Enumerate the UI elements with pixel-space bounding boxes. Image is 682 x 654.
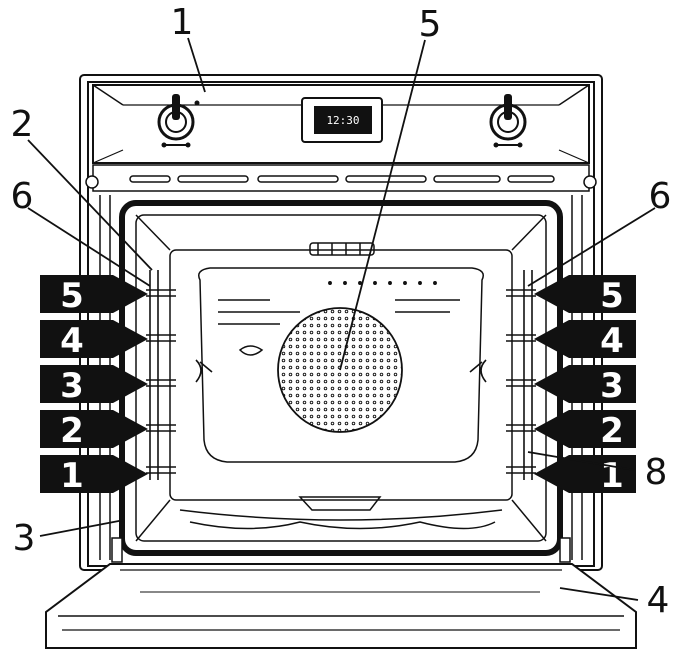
callout-8: 8 bbox=[645, 452, 668, 493]
svg-text:4: 4 bbox=[600, 321, 624, 361]
shelf-tag-right-4: 4 bbox=[534, 320, 636, 361]
clock-display: 12:30 bbox=[301, 97, 383, 143]
svg-text:2: 2 bbox=[600, 411, 624, 451]
callout-4: 4 bbox=[647, 580, 670, 621]
temperature-knob-icon bbox=[489, 94, 527, 148]
callout-1: 1 bbox=[171, 2, 194, 43]
shelf-tag-left-5: 5 bbox=[40, 275, 148, 316]
svg-text:4: 4 bbox=[60, 321, 84, 361]
shelf-tag-right-2: 2 bbox=[534, 410, 636, 451]
callout-6-left: 6 bbox=[11, 176, 34, 217]
shelf-tag-left-3: 3 bbox=[40, 365, 148, 406]
control-panel: 12:30 bbox=[92, 84, 590, 164]
shelf-tag-left-2: 2 bbox=[40, 410, 148, 451]
svg-text:2: 2 bbox=[60, 411, 84, 451]
shelf-runners-left bbox=[146, 270, 213, 480]
svg-text:5: 5 bbox=[60, 276, 84, 316]
callout-2: 2 bbox=[11, 104, 34, 145]
display-time: 12:30 bbox=[326, 114, 359, 127]
svg-text:5: 5 bbox=[600, 276, 624, 316]
svg-text:1: 1 bbox=[600, 456, 624, 496]
shelf-runners-right bbox=[469, 270, 536, 480]
oven-door bbox=[45, 563, 637, 649]
shelf-tag-right-3: 3 bbox=[534, 365, 636, 406]
callout-3: 3 bbox=[13, 518, 36, 559]
svg-text:3: 3 bbox=[60, 366, 84, 406]
leader-lines bbox=[27, 37, 656, 601]
function-knob-icon bbox=[157, 94, 200, 148]
shelf-level-tags-left: 5 4 3 2 1 bbox=[40, 275, 148, 496]
svg-text:1: 1 bbox=[60, 456, 84, 496]
shelf-tag-right-5: 5 bbox=[534, 275, 636, 316]
shelf-tag-left-4: 4 bbox=[40, 320, 148, 361]
callout-6-right: 6 bbox=[649, 176, 672, 217]
vent-strip bbox=[85, 164, 597, 192]
door-hinges bbox=[111, 537, 571, 563]
callout-labels: 1 2 3 4 5 6 6 8 bbox=[11, 2, 672, 621]
callout-5: 5 bbox=[419, 4, 442, 45]
svg-text:3: 3 bbox=[600, 366, 624, 406]
shelf-level-tags-right: 5 4 3 2 1 bbox=[534, 275, 636, 496]
shelf-tag-left-1: 1 bbox=[40, 455, 148, 496]
shelf-tag-right-1: 1 bbox=[534, 455, 636, 496]
